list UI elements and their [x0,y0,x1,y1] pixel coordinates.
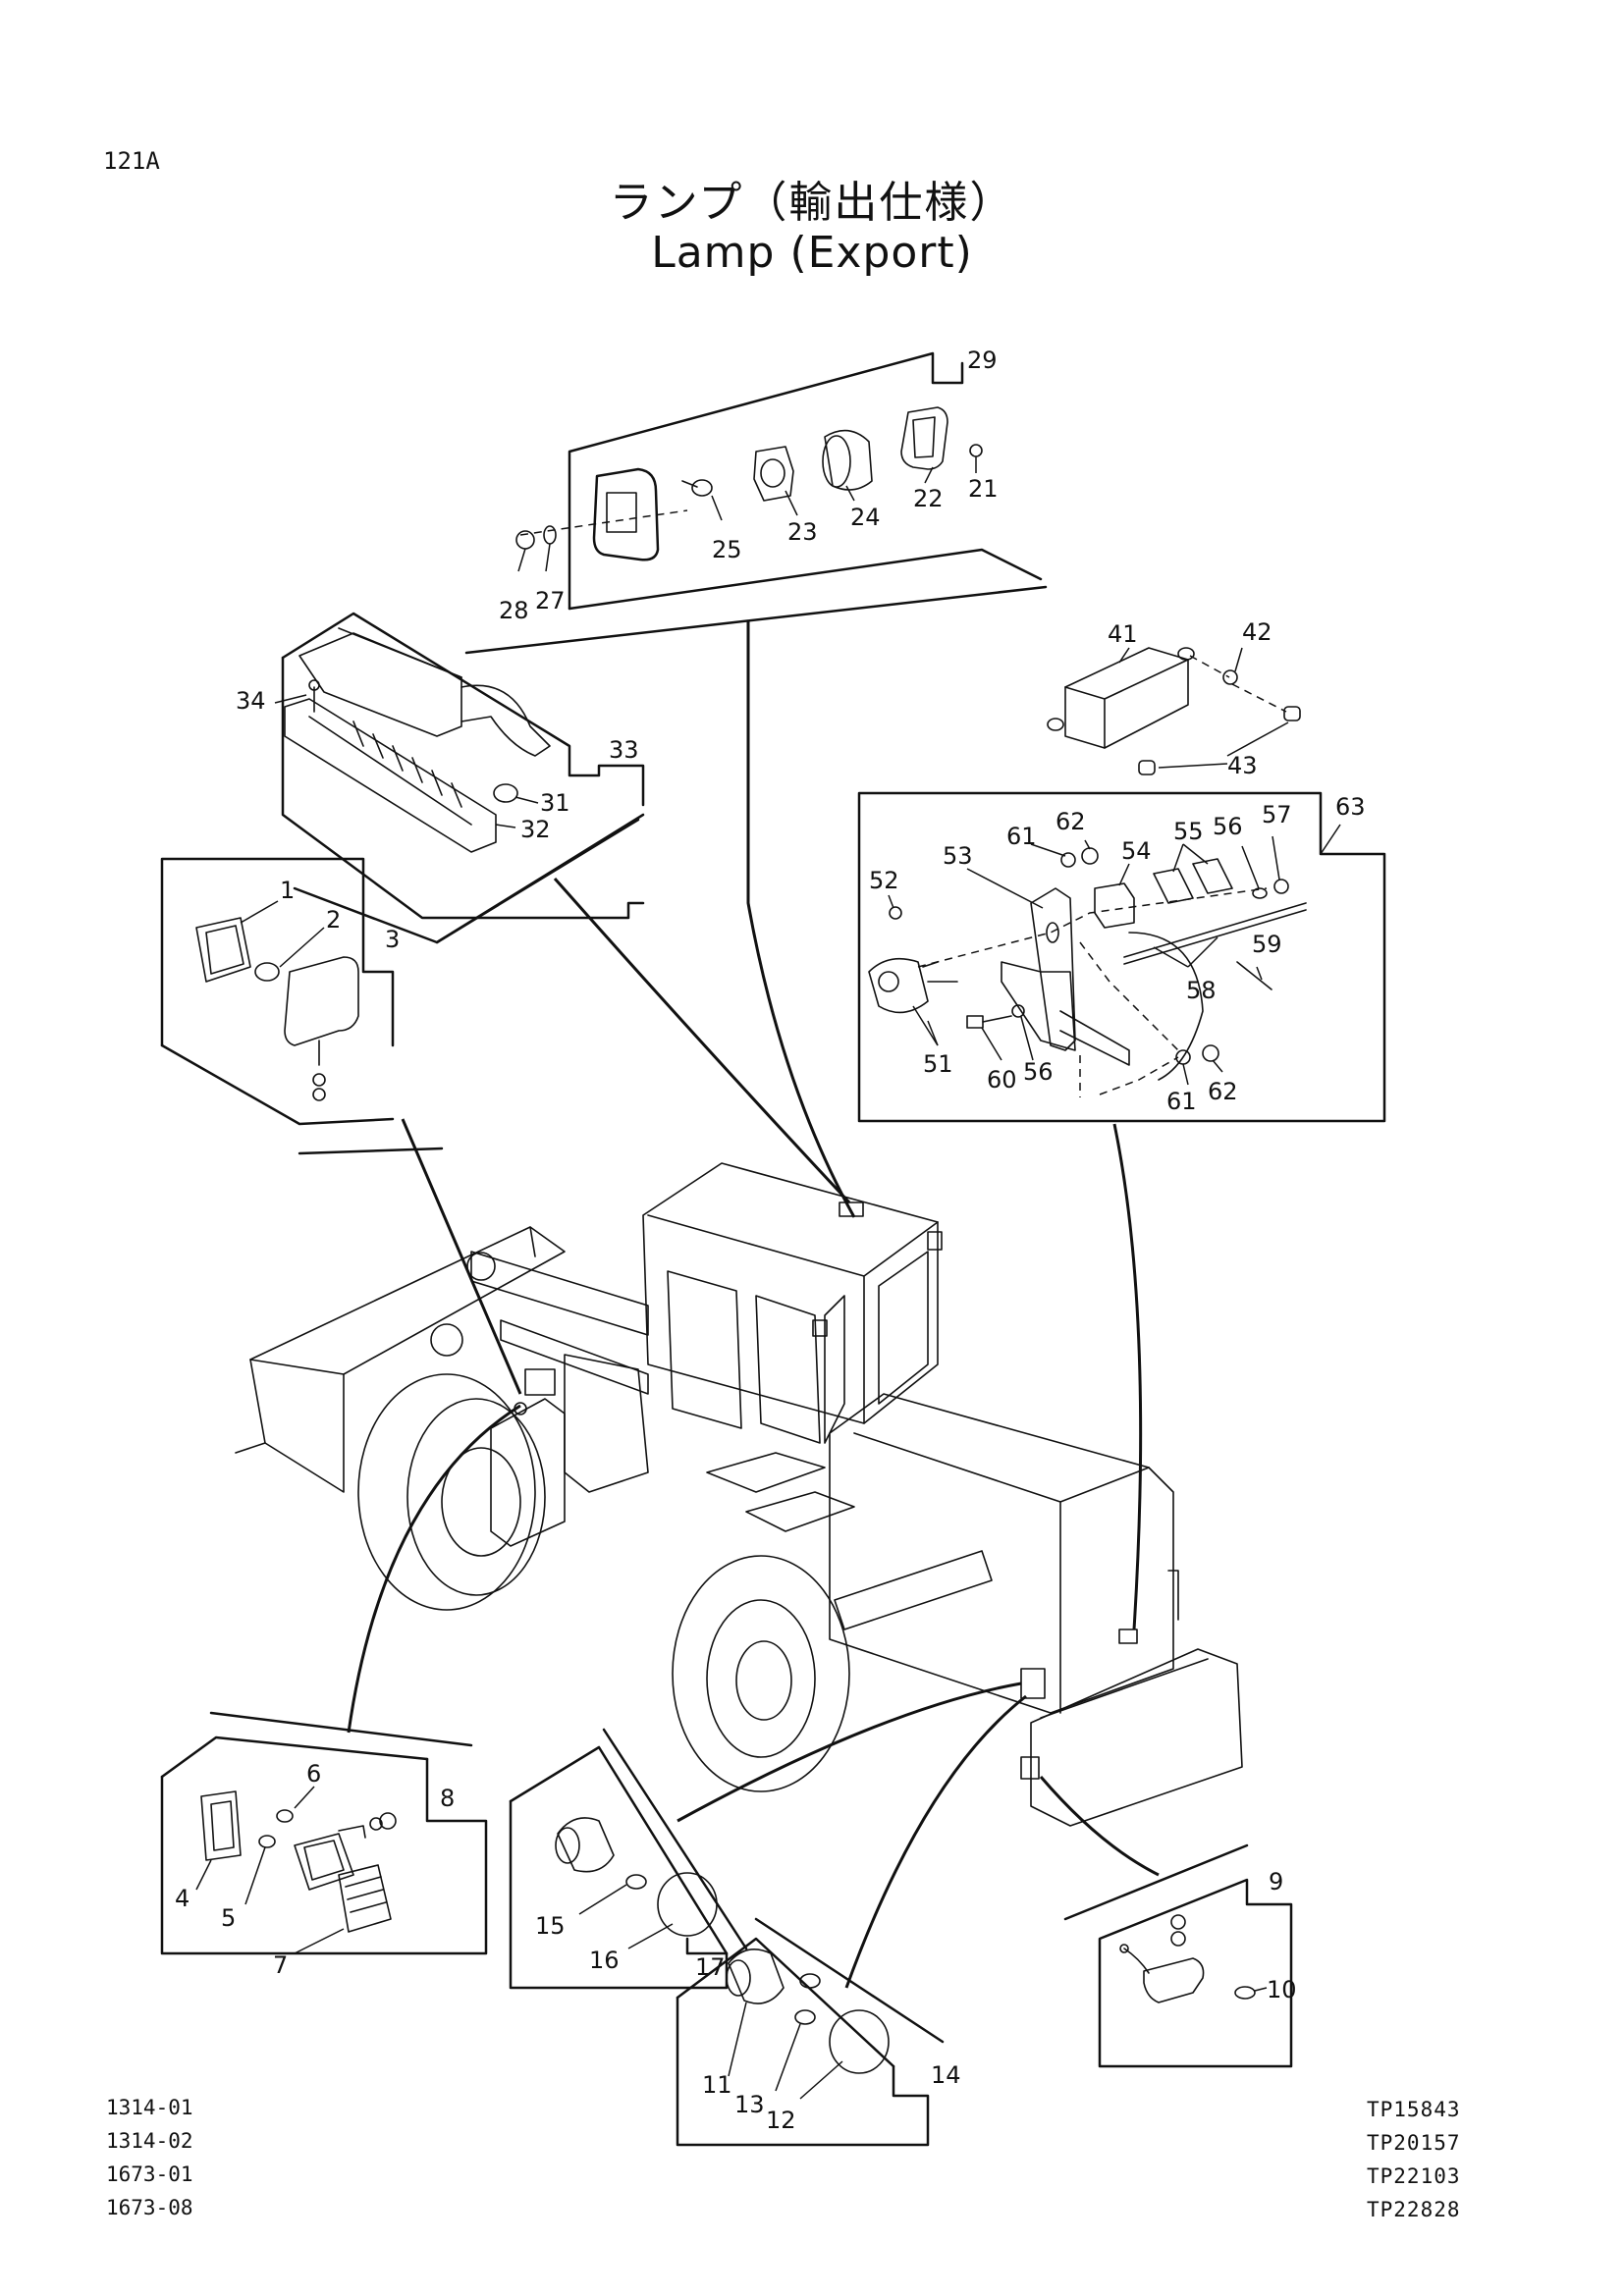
callout-32: 32 [520,816,551,843]
callout-7: 7 [273,1951,288,1979]
callout-8: 8 [440,1785,455,1812]
callout-55: 55 [1173,818,1204,845]
callout-56-bottom: 56 [1023,1058,1054,1086]
callout-63: 63 [1335,793,1366,821]
code-right-4: TP22828 [1367,2198,1461,2221]
code-left-2: 1314-02 [106,2129,193,2153]
part-codes-left: 1314-01 1314-02 1673-01 1673-08 [106,2091,193,2224]
callout-34: 34 [236,687,266,715]
code-left-4: 1673-08 [106,2196,193,2219]
callout-62-bottom: 62 [1208,1078,1238,1105]
callout-27: 27 [535,587,566,614]
connection-cables [347,620,1160,1989]
callout-6: 6 [306,1760,321,1788]
callout-60: 60 [987,1066,1017,1094]
title-japanese: ランプ（輸出仕様） [609,178,1015,228]
panel-3: 1 2 3 [160,857,444,1155]
part-codes-right: TP15843 TP20157 TP22103 TP22828 [1367,2093,1461,2226]
callout-59: 59 [1252,931,1282,958]
callout-62-top: 62 [1056,808,1086,835]
callout-43: 43 [1227,752,1258,779]
code-right-1: TP15843 [1367,2098,1461,2121]
callout-14: 14 [931,2061,961,2089]
page-number: 121A [103,147,160,175]
panel-9: 9 10 [1063,1843,1297,2068]
callout-41: 41 [1108,620,1138,648]
callout-51: 51 [923,1050,953,1078]
callout-23: 23 [787,518,818,546]
code-right-2: TP20157 [1367,2131,1461,2155]
callout-3: 3 [385,926,400,953]
callout-13: 13 [734,2091,765,2118]
callout-58: 58 [1186,977,1217,1004]
panel-63: 52 53 61 62 54 55 56 57 63 59 58 51 60 5… [857,791,1386,1123]
code-right-3: TP22103 [1367,2164,1461,2188]
callout-57: 57 [1262,801,1292,828]
callout-9: 9 [1269,1868,1283,1896]
callout-15: 15 [535,1912,566,1940]
callout-54: 54 [1121,837,1152,865]
callout-2: 2 [326,906,341,934]
callout-22: 22 [913,485,944,512]
callout-61-top: 61 [1006,823,1037,850]
callout-1: 1 [280,877,295,904]
wheel-loader [235,1162,1243,1827]
title-english: Lamp (Export) [651,228,973,278]
callout-25: 25 [712,536,742,563]
callout-21: 21 [968,475,999,503]
callout-24: 24 [850,504,881,531]
callout-42: 42 [1242,618,1272,646]
box-41: 41 42 43 [1047,618,1301,779]
callout-16: 16 [589,1947,620,1974]
callout-4: 4 [175,1885,189,1912]
callout-31: 31 [540,789,570,817]
panel-33: 34 33 31 32 [236,612,645,944]
callout-56-top: 56 [1213,813,1243,840]
callout-52: 52 [869,867,899,894]
callout-28: 28 [499,597,529,624]
callout-10: 10 [1267,1976,1297,2003]
callout-53: 53 [943,842,973,870]
callout-17: 17 [695,1953,726,1981]
panel-17: 15 16 17 [509,1728,748,1990]
callout-61-bottom: 61 [1166,1088,1197,1115]
code-left-1: 1314-01 [106,2096,193,2119]
callout-29: 29 [967,347,998,374]
callout-5: 5 [221,1904,236,1932]
code-left-3: 1673-01 [106,2163,193,2186]
callout-12: 12 [766,2107,796,2134]
callout-33: 33 [609,736,639,764]
panel-29: 29 21 22 23 24 25 27 28 [464,347,1048,655]
panel-8: 4 5 6 7 8 [160,1711,488,1979]
panel-14: 11 13 12 14 [676,1917,961,2147]
callout-11: 11 [702,2071,732,2099]
